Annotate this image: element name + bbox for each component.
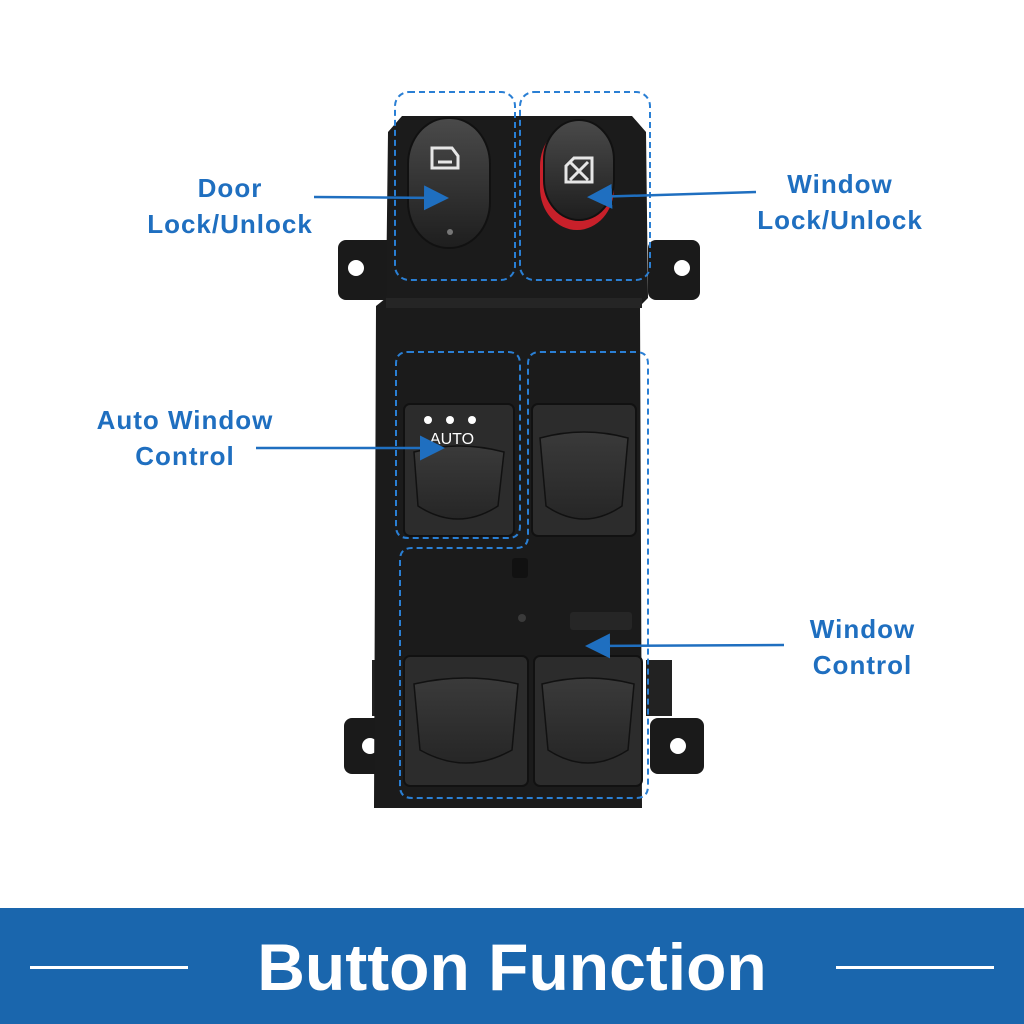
banner-title: Button Function (257, 930, 767, 1004)
arrow-icon (313, 185, 449, 211)
label-window-lock-line-2: Lock/Unlock (757, 205, 923, 235)
window-switch-top-right[interactable] (531, 403, 637, 537)
auto-indicator-dot (424, 416, 432, 424)
label-auto-window: Auto Window Control (70, 402, 300, 474)
label-window-control-line-2: Control (812, 650, 913, 680)
auto-rocker (413, 445, 505, 520)
window-lock-icon (564, 156, 594, 184)
window-switch-bottom-right[interactable] (533, 655, 643, 787)
title-banner: Button Function (0, 908, 1024, 1024)
outline-window-control (399, 351, 649, 799)
mounting-tab-top-left (338, 240, 398, 300)
outline-window-lock (519, 91, 651, 281)
label-door-line-2: Lock/Unlock (147, 209, 313, 239)
banner-rule-right (836, 966, 994, 969)
switch-panel-diagram: AUTO (256, 91, 785, 808)
mounting-tab-bottom-right (650, 718, 704, 774)
rocker-bottom-left (413, 677, 519, 764)
panel-screw (518, 614, 526, 622)
panel-slot (512, 558, 528, 578)
mounting-tab-top-right (648, 240, 700, 300)
window-switch-bottom-left[interactable] (403, 655, 529, 787)
door-lock-icon (430, 146, 460, 170)
banner-rule-left (30, 966, 188, 969)
label-window-control: Window Control (775, 611, 950, 683)
arrow-icon (585, 633, 785, 659)
rocker-bottom-right (541, 677, 635, 764)
window-lock-button[interactable] (540, 119, 615, 230)
rocker-top-right (539, 431, 629, 520)
arrow-icon (587, 183, 757, 209)
label-window-lock: Window Lock/Unlock (735, 166, 945, 238)
label-auto-line-1: Auto Window (96, 405, 274, 435)
highlight-outlines (394, 91, 651, 799)
label-door-line-1: Door (197, 173, 263, 203)
auto-window-switch[interactable]: AUTO (403, 403, 515, 537)
label-auto-line-2: Control (135, 441, 235, 471)
panel-part-label (570, 612, 632, 630)
outline-auto-window (395, 351, 521, 539)
label-window-lock-line-1: Window (787, 169, 893, 199)
outline-door-lock (394, 91, 516, 281)
label-door-lock: Door Lock/Unlock (120, 170, 340, 242)
bottom-clip-right (646, 660, 672, 716)
pointer-arrows (256, 183, 785, 659)
door-lock-button[interactable] (407, 117, 491, 249)
panel-inner-ridge (386, 298, 642, 308)
auto-indicator-dot (468, 416, 476, 424)
auto-indicator-dot (446, 416, 454, 424)
label-window-control-line-1: Window (809, 614, 916, 644)
